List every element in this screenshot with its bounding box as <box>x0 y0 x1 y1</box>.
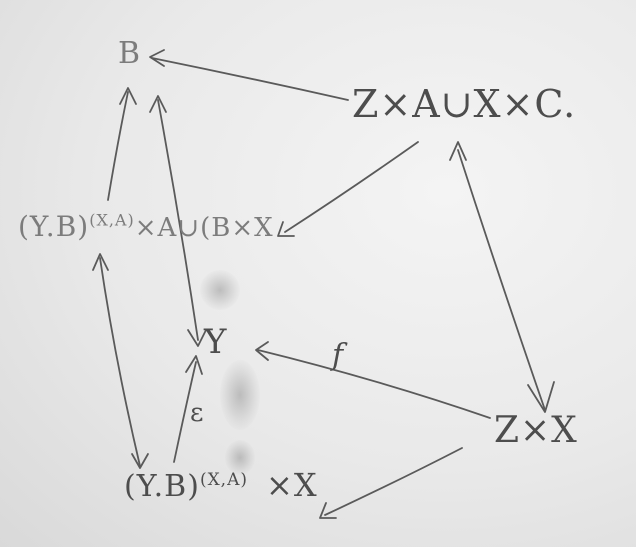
arrow-zx-to-y <box>257 349 491 419</box>
arrow-left-to-b <box>107 91 129 201</box>
arrow-zx-to-bottom <box>324 447 463 516</box>
arrow-b-y <box>157 99 199 341</box>
node-zaxc: Z×A∪X×C. <box>352 82 577 126</box>
arrowhead <box>131 453 149 469</box>
arrow-zaxc-to-left <box>284 141 419 233</box>
arrowhead <box>149 49 165 67</box>
arrowhead <box>527 381 555 413</box>
bottom-base: (Y.B) <box>124 469 200 504</box>
arrowhead <box>187 329 207 347</box>
left-base: (Y.B) <box>18 210 90 243</box>
arrow-bottom-to-y <box>173 361 197 463</box>
node-y: Y <box>204 322 228 362</box>
node-zx: Z×X <box>494 410 578 451</box>
bottom-tail: ×X <box>266 466 318 504</box>
arrowhead <box>119 87 137 105</box>
left-tail: ×A∪(B×X <box>134 213 274 243</box>
arrowhead <box>319 502 337 519</box>
node-bottom-product: (Y.B)(X,A) ×X <box>124 466 318 504</box>
arrowhead <box>449 141 467 161</box>
node-b: B <box>118 36 142 71</box>
arrowhead <box>149 95 167 113</box>
arrowhead <box>92 253 109 271</box>
arrowhead <box>277 221 295 237</box>
arrow-zaxc-to-b <box>151 57 349 101</box>
edge-label-epsilon: ε <box>190 398 205 428</box>
erased-smudge <box>220 360 260 430</box>
erased-smudge <box>200 270 240 310</box>
erased-smudge <box>225 440 255 475</box>
bottom-exponent: (X,A) <box>199 470 248 490</box>
arrowhead <box>255 341 269 361</box>
arrow-left-bottom <box>99 257 141 467</box>
arrowhead <box>185 355 203 375</box>
arrow-zaxc-zx <box>457 149 546 411</box>
node-left-product: (Y.B)(X,A)×A∪(B×X <box>18 210 274 243</box>
left-exponent: (X,A) <box>89 210 135 230</box>
edge-label-f: f <box>332 338 345 373</box>
